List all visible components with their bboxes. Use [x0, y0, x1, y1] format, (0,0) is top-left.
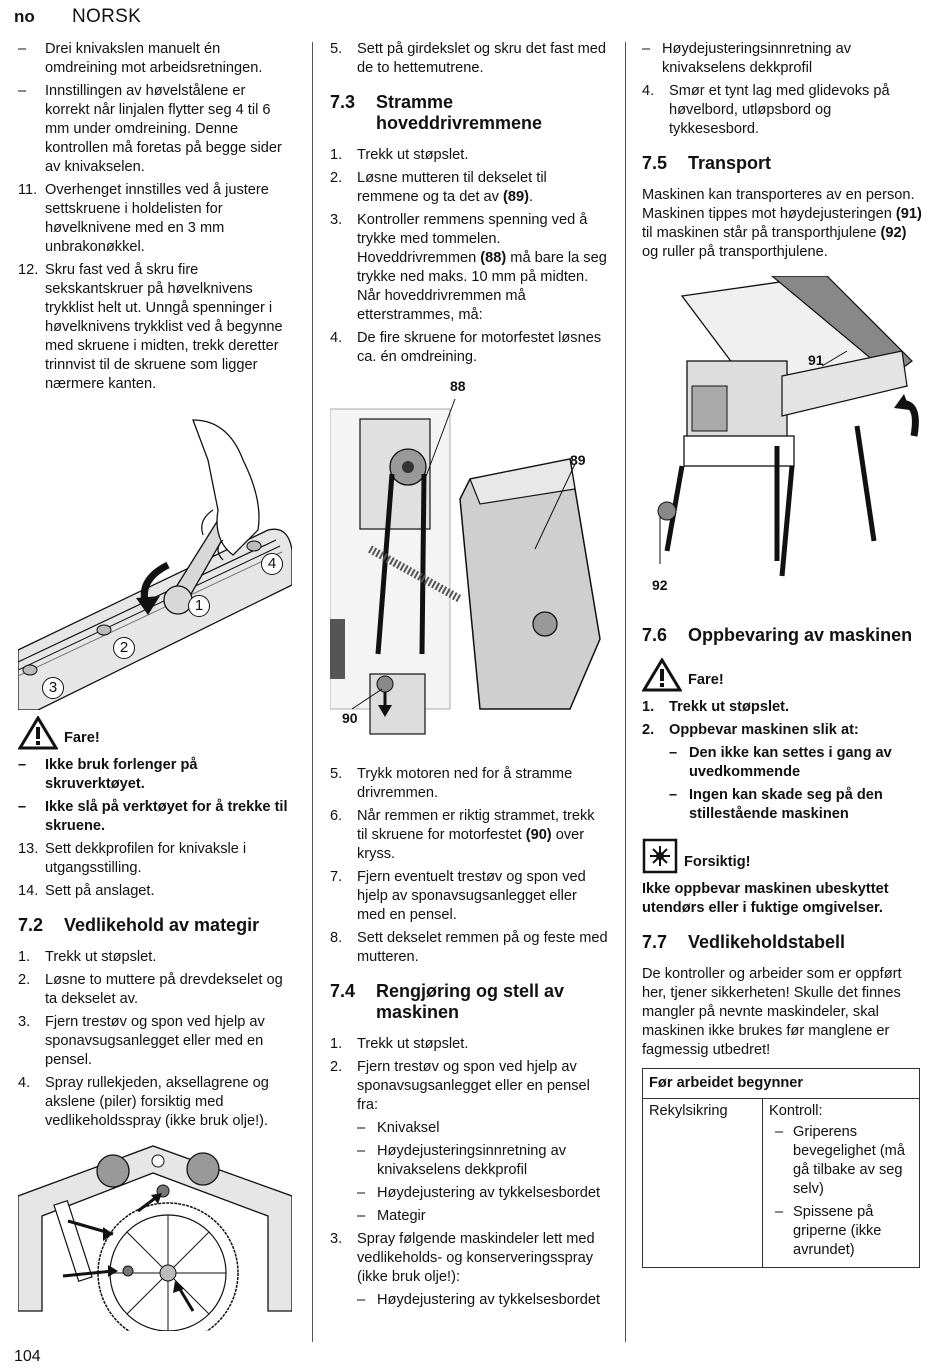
storage-sublist: –Den ikke kan settes i gang av uvedkomme… [642, 744, 922, 824]
list-item: 5.Sett på girdekslet og skru det fast me… [330, 41, 607, 76]
list-item: 2.Oppbevar maskinen slik at: [642, 722, 859, 738]
figure-feed-gear [17, 1141, 293, 1344]
feed-gear-illustration [17, 1145, 293, 1344]
label-92: 92 [652, 577, 668, 593]
list-c1a: –Drei knivakslen manuelt én omdreining m… [18, 40, 292, 394]
list-item: –Høydejustering av tykkelsesbordet [357, 1292, 601, 1308]
figure-drive-belt: 88 89 90 [329, 378, 608, 759]
list-item: 8.Sett dekselet remmen på og feste med m… [330, 930, 608, 965]
language-code: no [14, 7, 35, 26]
list-item: 3.Spray følgende maskindeler lett med ve… [330, 1231, 595, 1285]
list-c3a: –Høydejusteringsinnretning av knivaksele… [615, 40, 922, 78]
figure-knife-shaft: 1 2 3 4 [17, 400, 293, 711]
list-c1b: 13.Sett dekkprofilen for knivaksle i utg… [18, 840, 292, 901]
list-item: –Høydejusteringsinnretning av knivaksele… [357, 1143, 567, 1178]
danger-notice: Fare! [642, 658, 922, 692]
table-sublist: –Griperens bevegelighet (må gå tilbake a… [769, 1123, 913, 1260]
list-item: –Griperens bevegelighet (må gå tilbake a… [775, 1124, 905, 1197]
column-1: –Drei knivakslen manuelt én omdreining m… [17, 40, 293, 1344]
warning-triangle-icon [18, 716, 58, 750]
list-c2d: 1.Trekk ut støpslet. 2.Fjern trestøv og s… [330, 1035, 608, 1115]
list-item: 3.Kontroller remmens spenning ved å tryk… [330, 212, 607, 323]
list-item: 11.Overhenget innstilles ved å justere s… [18, 182, 269, 255]
list-item: 2.Løsne mutteren til dekselet til remmen… [330, 170, 547, 205]
list-item: 6.Når remmen er riktig strammet, trekk t… [330, 808, 595, 862]
column-divider [625, 42, 626, 1342]
danger-notice: Fare! [18, 716, 292, 750]
list-item: 3.Fjern trestøv og spon ved hjelp av spo… [18, 1014, 265, 1068]
label-91: 91 [808, 352, 824, 368]
danger-label: Fare! [688, 672, 724, 688]
danger-label: Fare! [64, 730, 100, 746]
list-item: 1.Trekk ut støpslet. [330, 147, 469, 163]
list-item: 2.Fjern trestøv og spon ved hjelp av spo… [330, 1059, 590, 1113]
list-item: –Høydejustering av tykkelsesbordet [357, 1185, 601, 1201]
language-title: NORSK [72, 6, 142, 27]
storage-list: 1.Trekk ut støpslet. 2.Oppbevar maskinen … [642, 698, 922, 740]
list-item: –Mategir [357, 1208, 426, 1224]
caution-label: Forsiktig! [684, 854, 751, 870]
machine-transport-illustration [657, 275, 919, 577]
list-item: 5.Trykk motoren ned for å stramme drivre… [330, 766, 573, 801]
list-c2e: –Knivaksel –Høydejusteringsinnretning av … [330, 1119, 608, 1226]
danger-list: –Ikke bruk forlenger på skruverktøyet. –I… [18, 756, 292, 836]
list-item: –Spissene på griperne (ikke avrundet) [775, 1204, 882, 1258]
drive-belt-illustration [329, 398, 601, 735]
caution-text: Ikke oppbevar maskinen ubeskyttet utendø… [642, 881, 889, 916]
table-cell-label: Rekylsikring [642, 1098, 763, 1268]
list-item: –Den ikke kan settes i gang av uvedkomme… [669, 745, 892, 780]
list-item: 13.Sett dekkprofilen for knivaksle i utg… [18, 841, 247, 876]
maintenance-paragraph: De kontroller og arbeider som er oppført… [642, 966, 902, 1058]
list-item: 14.Sett på anslaget. [18, 883, 155, 899]
callout-1: 1 [188, 595, 210, 617]
page-number: 104 [14, 1348, 41, 1365]
label-90: 90 [342, 710, 358, 726]
list-item: 4.De fire skruene for motorfestet løsnes… [330, 330, 602, 365]
list-item: –Innstillingen av høvelstålene er korrek… [18, 83, 282, 175]
list-item: 12.Skru fast ved å skru fire sekskantskr… [18, 262, 283, 392]
list-item: –Ikke slå på verktøyet for å trekke til … [18, 799, 288, 834]
list-c2a: 5.Sett på girdekslet og skru det fast me… [330, 40, 608, 78]
knife-shaft-illustration [17, 419, 293, 711]
list-item: 2.Løsne to muttere på drevdekselet og ta… [18, 972, 283, 1007]
table-row: Rekylsikring Kontroll: –Griperens bevege… [642, 1098, 920, 1268]
list-item: –Ingen kan skade seg på den stilleståend… [669, 787, 883, 822]
warning-triangle-icon [642, 658, 682, 692]
label-88: 88 [450, 378, 466, 394]
list-item: –Drei knivakslen manuelt én omdreining m… [18, 41, 263, 76]
list-item: 1.Trekk ut støpslet. [642, 699, 790, 715]
list-item: –Knivaksel [357, 1120, 440, 1136]
label-89: 89 [570, 452, 586, 468]
figure-transport: 91 92 [642, 275, 922, 611]
caution-icon [642, 838, 678, 874]
list-item: 7.Fjern eventuelt trestøv og spon ved hj… [330, 869, 586, 923]
list-item: 1.Trekk ut støpslet. [330, 1036, 469, 1052]
transport-paragraph: Maskinen kan transporteres av en person.… [642, 187, 922, 260]
column-3: –Høydejusteringsinnretning av knivaksele… [642, 40, 922, 1268]
list-c1c: 1.Trekk ut støpslet. 2.Løsne to muttere p… [18, 948, 292, 1131]
list-item: –Høydejusteringsinnretning av knivaksele… [642, 41, 852, 76]
table-header: Før arbeidet begynner [642, 1068, 920, 1099]
list-c2c: 5.Trykk motoren ned for å stramme drivre… [330, 765, 608, 967]
list-c2b: 1.Trekk ut støpslet. 2.Løsne mutteren til… [330, 146, 608, 367]
column-divider [312, 42, 313, 1342]
list-item: 4.Spray rullekjeden, aksellagrene og aks… [18, 1075, 269, 1129]
list-item: –Ikke bruk forlenger på skruverktøyet. [18, 757, 198, 792]
caution-notice: Forsiktig! [642, 838, 922, 874]
table-cell-content: Kontroll: –Griperens bevegelighet (må gå… [762, 1098, 920, 1268]
list-c2f: –Høydejustering av tykkelsesbordet [330, 1291, 608, 1310]
callout-4: 4 [261, 553, 283, 575]
callout-2: 2 [113, 637, 135, 659]
column-2: 5.Sett på girdekslet og skru det fast me… [329, 40, 608, 1314]
list-item: 4.Smør et tynt lag med glidevoks på høve… [642, 83, 890, 137]
list-item: 1.Trekk ut støpslet. [18, 949, 157, 965]
callout-3: 3 [42, 677, 64, 699]
maintenance-table: Før arbeidet begynner Rekylsikring Kontr… [642, 1068, 920, 1268]
